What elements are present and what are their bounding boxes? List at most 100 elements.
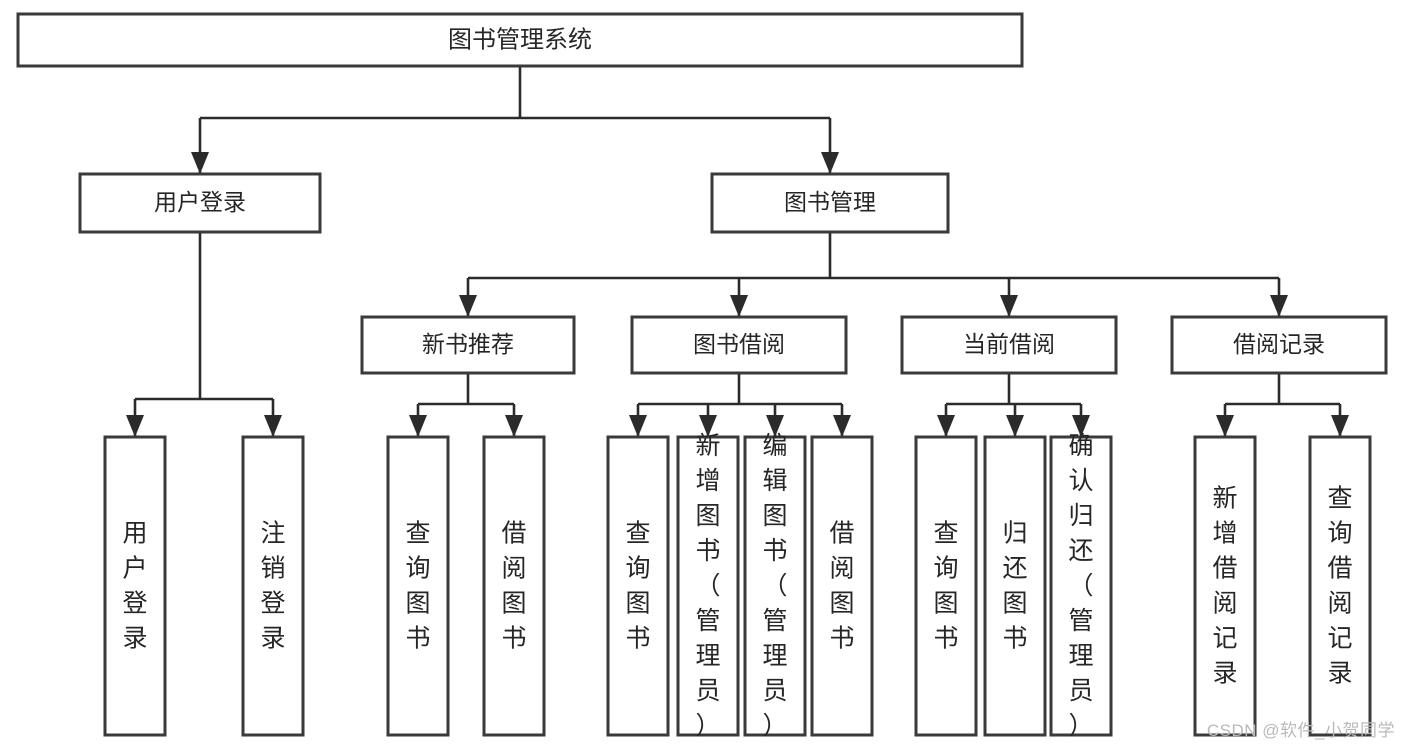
svg-text:员: 员 <box>695 677 720 705</box>
leaf-box-leaf-user-login[interactable] <box>103 435 167 737</box>
book-manage-arrow-icon-3 <box>1270 295 1288 317</box>
box-layer <box>16 12 1388 737</box>
svg-text:登: 登 <box>260 590 285 618</box>
node-label-book-borrow: 图书借阅 <box>693 331 785 357</box>
book-manage-arrow-icon-2 <box>1000 295 1018 317</box>
leaf-box-leaf-edit-book[interactable] <box>743 435 807 737</box>
svg-text:询: 询 <box>933 555 958 583</box>
svg-text:管: 管 <box>1068 607 1093 635</box>
svg-text:还: 还 <box>1002 555 1027 583</box>
svg-text:阅: 阅 <box>829 555 854 583</box>
svg-text:书: 书 <box>1002 625 1027 653</box>
new-book-rec-arrow-icon-1 <box>505 415 523 437</box>
svg-text:书: 书 <box>762 537 787 565</box>
svg-text:借: 借 <box>1327 555 1352 583</box>
svg-text:销: 销 <box>260 555 285 583</box>
svg-text:确: 确 <box>1068 432 1093 460</box>
svg-text:图: 图 <box>405 590 430 618</box>
book-manage-arrow-icon-1 <box>730 295 748 317</box>
leaf-box-leaf-add-record[interactable] <box>1193 435 1257 737</box>
svg-text:图: 图 <box>695 502 720 530</box>
node-box-borrow-record[interactable] <box>1170 315 1388 375</box>
connector-layer <box>126 66 1349 437</box>
svg-text:新: 新 <box>1212 485 1237 513</box>
svg-text:管: 管 <box>695 607 720 635</box>
leaf-box-leaf-logout[interactable] <box>241 435 305 737</box>
svg-text:阅: 阅 <box>1327 590 1352 618</box>
root-arrow-icon-0 <box>191 152 209 174</box>
book-borrow-arrow-icon-3 <box>833 415 851 437</box>
current-borrow-arrow-icon-0 <box>937 415 955 437</box>
svg-text:记: 记 <box>1212 625 1237 653</box>
svg-text:登: 登 <box>122 590 147 618</box>
leaf-box-leaf-query-book-2[interactable] <box>606 435 670 737</box>
book-borrow-arrow-icon-0 <box>629 415 647 437</box>
svg-text:管: 管 <box>762 607 787 635</box>
svg-text:归: 归 <box>1002 520 1027 548</box>
svg-text:户: 户 <box>122 555 147 583</box>
current-borrow-arrow-icon-1 <box>1006 415 1024 437</box>
svg-text:书: 书 <box>933 625 958 653</box>
svg-text:认: 认 <box>1068 467 1093 495</box>
svg-text:）: ） <box>762 712 787 740</box>
svg-text:图: 图 <box>762 502 787 530</box>
svg-text:录: 录 <box>122 625 147 653</box>
node-box-book-borrow[interactable] <box>630 315 848 375</box>
leaf-box-leaf-borrow-book-2[interactable] <box>810 435 874 737</box>
svg-text:（: （ <box>695 572 720 600</box>
svg-text:记: 记 <box>1327 625 1352 653</box>
svg-text:书: 书 <box>625 625 650 653</box>
leaf-box-leaf-add-book[interactable] <box>676 435 740 737</box>
node-box-new-book-rec[interactable] <box>360 315 576 375</box>
svg-text:员: 员 <box>762 677 787 705</box>
svg-text:辑: 辑 <box>762 467 787 495</box>
node-box-user-login[interactable] <box>78 172 322 234</box>
svg-text:询: 询 <box>405 555 430 583</box>
leaf-box-leaf-query-book-1[interactable] <box>386 435 450 737</box>
node-box-book-manage[interactable] <box>710 172 950 234</box>
user-login-arrow-icon-1 <box>264 415 282 437</box>
svg-text:还: 还 <box>1068 537 1093 565</box>
leaf-box-leaf-query-record[interactable] <box>1308 435 1372 737</box>
svg-text:书: 书 <box>501 625 526 653</box>
svg-text:书: 书 <box>405 625 430 653</box>
leaf-box-leaf-return-book[interactable] <box>983 435 1047 737</box>
label-layer: 图书管理系统用户登录图书管理新书推荐图书借阅当前借阅借阅记录用户登录注销登录查询… <box>122 26 1352 740</box>
svg-text:查: 查 <box>933 520 958 548</box>
node-label-new-book-rec: 新书推荐 <box>422 331 514 357</box>
user-login-arrow-icon-0 <box>126 415 144 437</box>
svg-text:查: 查 <box>405 520 430 548</box>
node-label-current-borrow: 当前借阅 <box>963 331 1055 357</box>
svg-text:图: 图 <box>933 590 958 618</box>
svg-text:图: 图 <box>829 590 854 618</box>
svg-text:阅: 阅 <box>501 555 526 583</box>
svg-text:查: 查 <box>1327 485 1352 513</box>
leaf-box-leaf-borrow-book-1[interactable] <box>482 435 546 737</box>
svg-text:增: 增 <box>1212 520 1237 548</box>
leaf-box-leaf-query-book-3[interactable] <box>914 435 978 737</box>
svg-text:询: 询 <box>1327 520 1352 548</box>
svg-text:编: 编 <box>762 432 787 460</box>
svg-text:借: 借 <box>829 520 854 548</box>
svg-text:员: 员 <box>1068 677 1093 705</box>
svg-text:增: 增 <box>695 467 720 495</box>
svg-text:归: 归 <box>1068 502 1093 530</box>
svg-text:借: 借 <box>1212 555 1237 583</box>
leaf-box-leaf-confirm-return[interactable] <box>1049 435 1113 737</box>
book-borrow-arrow-icon-2 <box>766 415 784 437</box>
node-box-current-borrow[interactable] <box>900 315 1118 375</box>
node-box-root[interactable] <box>16 12 1024 68</box>
svg-text:（: （ <box>762 572 787 600</box>
svg-text:图: 图 <box>501 590 526 618</box>
